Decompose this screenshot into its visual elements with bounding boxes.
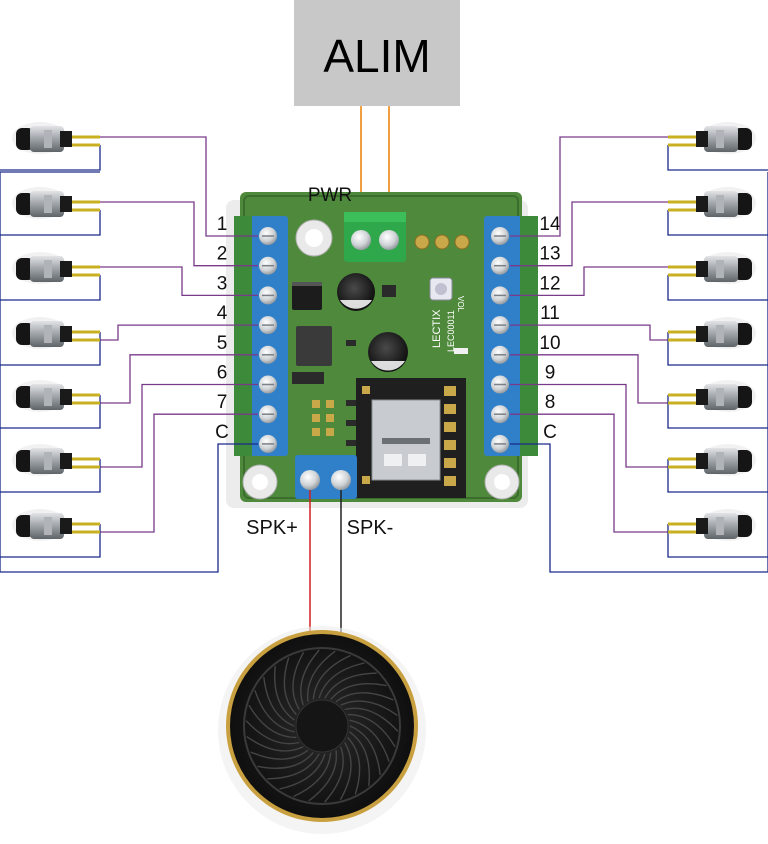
right-terminal-label: 12 bbox=[539, 273, 560, 294]
common-branch-right bbox=[667, 395, 768, 429]
pwr-screw-2 bbox=[379, 230, 399, 250]
left-terminal-strip bbox=[250, 216, 288, 456]
signal-wire-right bbox=[510, 201, 668, 267]
right-terminal-label: 8 bbox=[545, 392, 556, 413]
common-branch-right bbox=[667, 275, 768, 301]
signal-wire-left bbox=[100, 354, 258, 404]
spk-minus-screw bbox=[331, 470, 351, 490]
signal-wire-right bbox=[510, 354, 668, 404]
push-button-icon[interactable] bbox=[668, 187, 756, 219]
left-terminal-label: 1 bbox=[217, 214, 228, 235]
signal-wire-left bbox=[100, 413, 258, 533]
pwr-screw-1 bbox=[351, 230, 371, 250]
vol-label: VOL bbox=[456, 296, 465, 313]
right-terminal-label: 13 bbox=[539, 244, 560, 265]
signal-wire-right bbox=[510, 266, 668, 297]
right-terminal-strip bbox=[484, 216, 522, 456]
common-branch-right bbox=[667, 145, 768, 171]
push-button-icon[interactable] bbox=[668, 444, 756, 476]
right-terminal-label: C bbox=[543, 422, 557, 443]
push-button-icon[interactable] bbox=[668, 509, 756, 541]
left-terminal-label: 4 bbox=[217, 303, 228, 324]
push-button-icon[interactable] bbox=[668, 317, 756, 349]
power-supply-label: ALIM bbox=[323, 30, 430, 82]
common-wire-left bbox=[0, 171, 258, 573]
power-supply-box bbox=[294, 0, 460, 106]
push-button-icon[interactable] bbox=[12, 380, 100, 412]
signal-wire-right bbox=[510, 324, 668, 341]
pwr-terminal-block bbox=[344, 218, 406, 262]
right-terminal-label: 14 bbox=[539, 214, 561, 235]
common-branch-left bbox=[0, 395, 101, 429]
common-wire-right bbox=[510, 172, 768, 573]
signal-wire-right bbox=[510, 136, 668, 237]
push-button-icon[interactable] bbox=[668, 252, 756, 284]
pwr-label: PWR bbox=[308, 185, 352, 206]
common-branch-left bbox=[0, 210, 101, 236]
inductor bbox=[296, 326, 332, 366]
common-branch-right bbox=[667, 459, 768, 493]
signal-wire-right bbox=[510, 383, 668, 468]
left-terminal-label: 5 bbox=[217, 333, 228, 354]
spk-plus-screw bbox=[300, 470, 320, 490]
push-button-icon[interactable] bbox=[668, 122, 756, 154]
push-button-icon[interactable] bbox=[12, 509, 100, 541]
ic-chip bbox=[292, 282, 322, 310]
spk-plus-label: SPK+ bbox=[246, 517, 298, 539]
push-button-icon[interactable] bbox=[668, 380, 756, 412]
spk-minus-label: SPK- bbox=[347, 517, 394, 539]
common-branch-left bbox=[0, 459, 101, 493]
push-button-icon[interactable] bbox=[12, 317, 100, 349]
speaker-icon bbox=[218, 626, 426, 834]
left-terminal-label: 6 bbox=[217, 363, 228, 384]
left-terminal-label: 3 bbox=[217, 273, 228, 294]
signal-wire-left bbox=[100, 383, 258, 468]
common-branch-left bbox=[0, 275, 101, 301]
common-branch-right bbox=[667, 524, 768, 558]
controller-board: PWR VOL LECTIX LEC00011 bbox=[226, 185, 538, 508]
common-branch-left bbox=[0, 332, 101, 366]
left-terminal-label: 7 bbox=[217, 392, 228, 413]
common-branch-left bbox=[0, 524, 101, 558]
right-terminal-label: 9 bbox=[545, 363, 556, 384]
common-branch-left bbox=[0, 145, 101, 171]
signal-wire-left bbox=[100, 324, 258, 341]
model-label: LEC00011 bbox=[446, 310, 456, 352]
signal-wire-left bbox=[100, 266, 258, 297]
common-branch-right bbox=[667, 332, 768, 366]
push-button-icon[interactable] bbox=[12, 444, 100, 476]
push-button-icon[interactable] bbox=[12, 252, 100, 284]
right-terminal-label: 10 bbox=[539, 333, 560, 354]
signal-wire-right bbox=[510, 413, 668, 533]
push-button-icon[interactable] bbox=[12, 187, 100, 219]
brand-label: LECTIX bbox=[431, 309, 443, 348]
common-branch-right bbox=[667, 210, 768, 236]
left-terminal-label: C bbox=[215, 422, 229, 443]
left-terminal-label: 2 bbox=[217, 244, 228, 265]
power-supply: ALIM bbox=[294, 0, 460, 106]
right-terminal-label: 11 bbox=[540, 303, 560, 324]
push-button-icon[interactable] bbox=[12, 122, 100, 154]
signal-wire-left bbox=[100, 201, 258, 267]
signal-wire-left bbox=[100, 136, 258, 237]
